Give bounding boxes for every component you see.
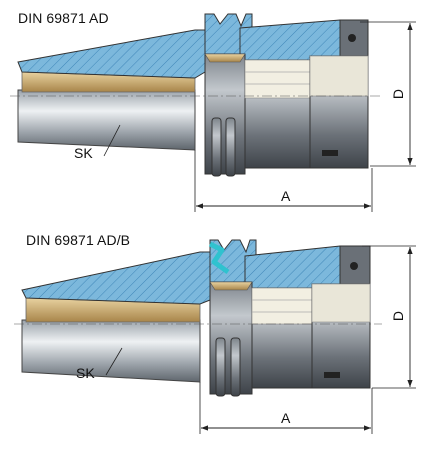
top-taper-section	[17, 29, 206, 79]
top-sk-leader	[103, 124, 121, 157]
top-taper-cone	[17, 89, 196, 151]
bottom-tool-holder	[14, 239, 382, 397]
bottom-drawing-title: DIN 69871 AD/B	[26, 232, 131, 248]
top-sk-label: SK	[74, 145, 93, 161]
top-flange	[204, 53, 246, 175]
bottom-coolant-channel	[208, 241, 230, 275]
top-tool-holder	[10, 13, 380, 177]
top-dimension-a-label: A	[281, 188, 291, 204]
top-drawing-title: DIN 69871 AD	[18, 10, 109, 26]
bottom-sk-leader	[105, 347, 123, 376]
bottom-dimension-d-label: D	[390, 310, 407, 322]
bottom-taper-cone	[21, 319, 201, 383]
top-dimension-d-label: D	[390, 88, 407, 100]
bottom-dimension-a-label: A	[281, 410, 291, 426]
bottom-taper-section	[21, 251, 211, 305]
bottom-sk-label: SK	[76, 365, 95, 381]
